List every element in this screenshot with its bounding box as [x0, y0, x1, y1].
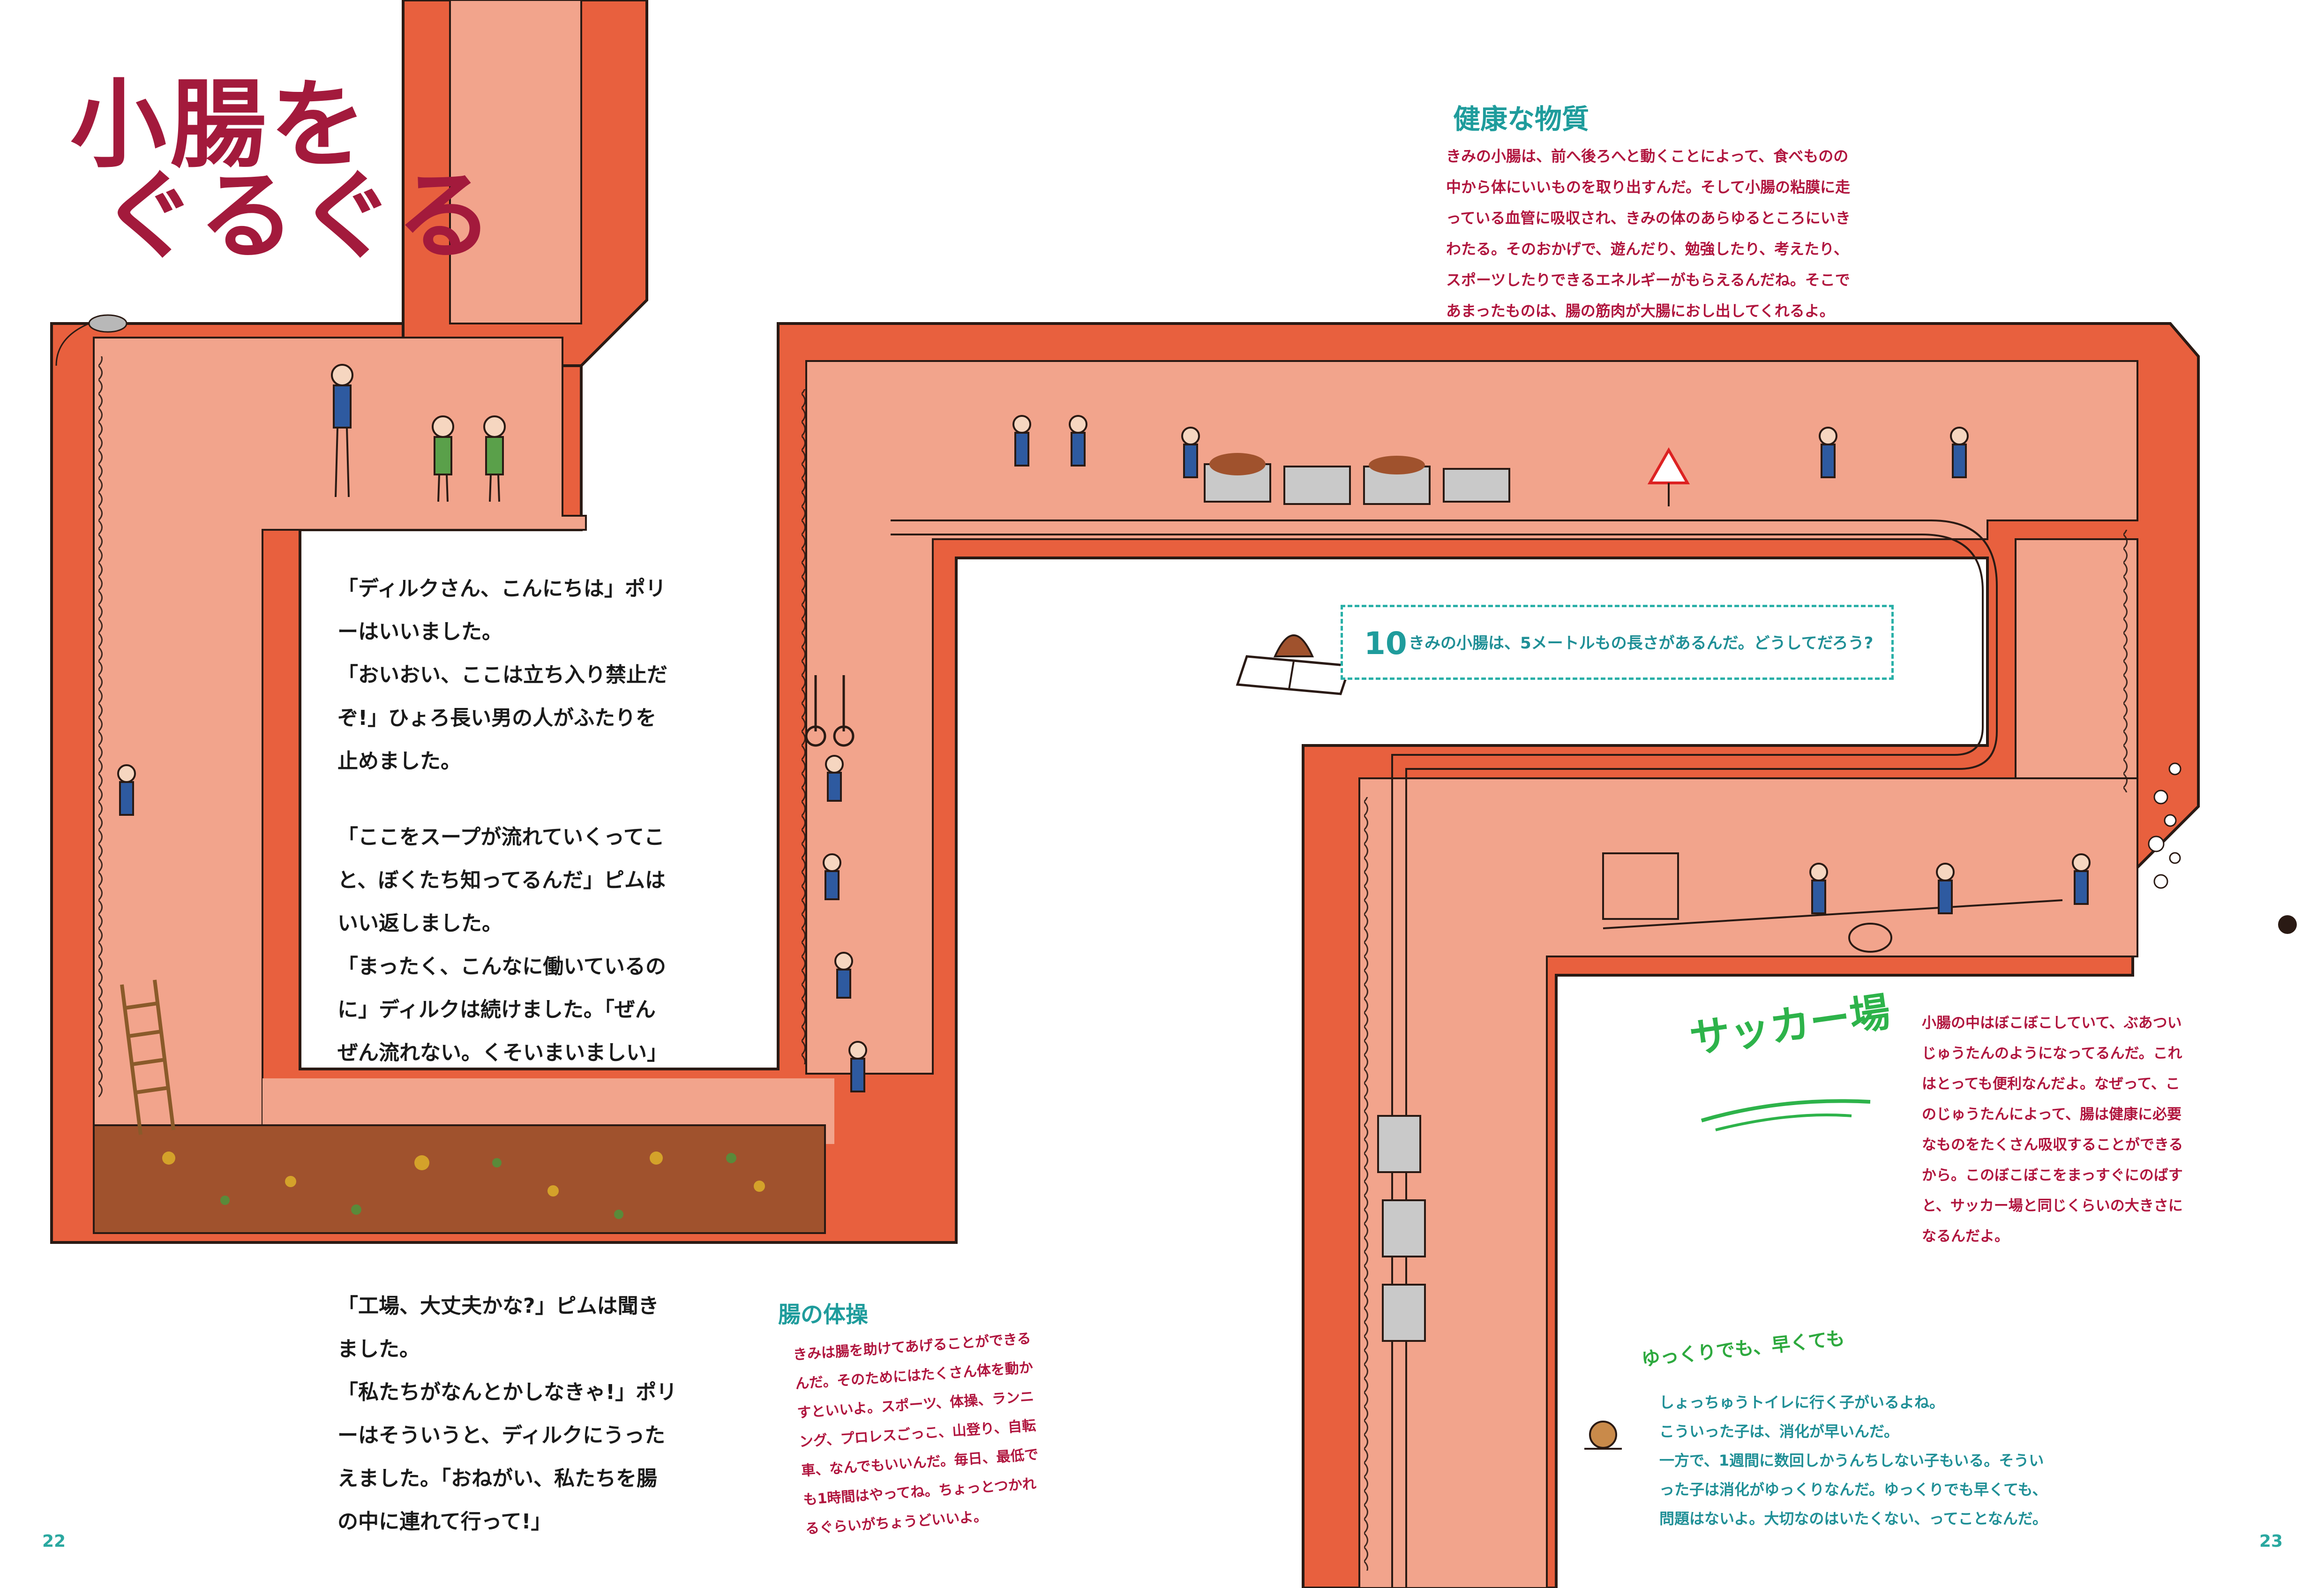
story-line: いい返しました。: [337, 911, 502, 935]
figure-worker-4: [1950, 427, 1969, 478]
soccer-line: 小腸の中はぼこぼこしていて、ぶあつい: [1922, 1015, 2182, 1031]
ladder: [120, 979, 175, 1135]
soccer-line: のじゅうたんによって、腸は健康に必要: [1922, 1106, 2182, 1123]
soccer-underline: [1701, 1099, 1871, 1131]
story-line: ました。: [337, 1337, 420, 1361]
villi-bubbles: [2148, 762, 2182, 889]
cart-loads: [1209, 453, 1425, 475]
figure-player-2: [1936, 863, 1955, 914]
page-number-left: 22: [42, 1532, 66, 1551]
story-line: 「ここをスープが流れていくってこ: [337, 825, 665, 849]
story-line: 「私たちがなんとかしなきゃ!」ポリ: [337, 1380, 677, 1404]
figure-gymnast-1: [825, 755, 844, 802]
page-title-line2: ぐるぐる: [101, 161, 496, 272]
question-text: きみの小腸は、5メートルもの長さがあるんだ。どうしてだろう?: [1409, 634, 1874, 653]
mucosa-folds: [89, 356, 2133, 1571]
story-line: に」ディルクは続けました。「ぜん: [337, 998, 656, 1022]
story-line: えました。「おねがい、私たちを腸: [337, 1467, 657, 1490]
slow-line: った子は消化がゆっくりなんだ。ゆっくりでも早くても、: [1659, 1481, 2047, 1498]
story-line: 「おいおい、ここは立ち入り禁止だ: [337, 663, 667, 687]
gym-body: きみは腸を助けてあげることができる んだ。そのためにはたくさん体を動か すといい…: [792, 1325, 1044, 1544]
health-line: あまったものは、腸の筋肉が大腸におし出してくれるよ。: [1446, 302, 1835, 320]
slow-line: 一方で、1週間に数回しかうんちしない子もいる。そうい: [1659, 1452, 2044, 1469]
soccer-line: はとっても便利なんだよ。なぜって、こ: [1922, 1076, 2180, 1092]
story-line: 「工場、大丈夫かな?」ピムは聞き: [337, 1294, 659, 1318]
health-line: っている血管に吸収され、きみの体のあらゆるところにいき: [1446, 209, 1851, 227]
figure-bucket-carrier: [848, 1041, 867, 1092]
figure-gymnast-2: [823, 853, 841, 900]
story-block-1: 「ディルクさん、こんにちは」ポリ ーはいいました。 「おいおい、ここは立ち入り禁…: [337, 567, 667, 1075]
figure-pim: [432, 415, 454, 502]
warning-sign: [1647, 447, 1690, 506]
story-line: ぞ!」ひょろ長い男の人がふたりを: [337, 706, 657, 730]
rail-track: [891, 519, 1998, 1588]
story-line: ーはいいました。: [337, 620, 502, 644]
figure-polly: [483, 415, 506, 502]
sludge-greens: [220, 1153, 736, 1219]
question-box: [1341, 605, 1894, 680]
health-line: スポーツしたりできるエネルギーがもらえるんだね。そこで: [1446, 271, 1850, 289]
sludge-pool: [93, 1124, 826, 1234]
mine-carts: [1204, 463, 1510, 1342]
page-number-right: 23: [2259, 1532, 2283, 1551]
soccer-line: から。このぼこぼこをまっすぐにのばす: [1922, 1167, 2183, 1184]
snail: [1584, 1421, 1622, 1450]
health-line: わたる。そのおかげで、遊んだり、勉強したり、考えたり、: [1446, 240, 1849, 258]
soccer-line: じゅうたんのようになってるんだ。これ: [1922, 1045, 2182, 1062]
sludge-specks: [162, 1151, 765, 1197]
book-poop-icon: [1236, 634, 1352, 695]
health-line: 中から体にいいものを取り出すんだ。そして小腸の粘膜に走: [1446, 178, 1851, 196]
soccer-ball: [2278, 915, 2297, 934]
gym-heading: 腸の体操: [778, 1302, 869, 1328]
health-line: きみの小腸は、前へ後ろへと動くことによって、食べものの: [1446, 147, 1849, 165]
story-line: 「ディルクさん、こんにちは」ポリ: [337, 577, 666, 601]
figure-worker-3: [1181, 427, 1200, 478]
story-line: 止めました。: [337, 749, 461, 773]
soccer-line: と、サッカー場と同じくらいの大きさに: [1922, 1197, 2183, 1214]
figure-dirk: [331, 364, 353, 497]
question-number: 10: [1364, 625, 1407, 662]
soccer-body: 小腸の中はぼこぼこしていて、ぶあつい じゅうたんのようになってるんだ。これ はと…: [1922, 1008, 2183, 1252]
health-body: きみの小腸は、前へ後ろへと動くことによって、食べものの 中から体にいいものを取り…: [1446, 141, 1851, 326]
soccer-field: [1602, 852, 2063, 953]
soccer-line: なものをたくさん吸収することができる: [1922, 1136, 2183, 1153]
story-line: ぜん流れない。くそいまいましい」: [337, 1041, 667, 1065]
story-block-3: 「工場、大丈夫かな?」ピムは聞き ました。 「私たちがなんとかしなきゃ!」ポリ …: [337, 1285, 677, 1543]
mouse: [55, 314, 127, 366]
figure-worker-2: [1069, 415, 1087, 467]
story-line: 「まったく、こんなに働いているの: [337, 955, 666, 978]
slow-line: 問題はないよ。大切なのはいたくない、ってことなんだ。: [1659, 1510, 2047, 1528]
page-title-line1: 小腸を: [70, 69, 370, 181]
figure-climber: [117, 764, 136, 816]
soccer-line: なるんだよ。: [1922, 1228, 2009, 1245]
figure-worker-1: [1012, 415, 1031, 467]
slow-line: こういった子は、消化が早いんだ。: [1659, 1422, 1899, 1440]
story-line: ーはそういうと、ディルクにうった: [337, 1423, 666, 1447]
slow-line: しょっちゅうトイレに行く子がいるよね。: [1659, 1393, 1945, 1411]
figure-sweeper: [1819, 427, 1837, 478]
health-heading: 健康な物質: [1453, 103, 1589, 135]
story-line: と、ぼくたち知ってるんだ」ピムは: [337, 868, 666, 892]
slow-body: しょっちゅうトイレに行く子がいるよね。 こういった子は、消化が早いんだ。 一方で…: [1659, 1388, 2047, 1533]
people-figures: [117, 364, 2091, 1092]
gym-rings: [805, 675, 855, 747]
story-line: の中に連れて行って!」: [337, 1510, 552, 1534]
figure-gymnast-3: [834, 952, 853, 999]
figure-player-3: [2072, 853, 2091, 905]
figure-player-1: [1809, 863, 1828, 914]
